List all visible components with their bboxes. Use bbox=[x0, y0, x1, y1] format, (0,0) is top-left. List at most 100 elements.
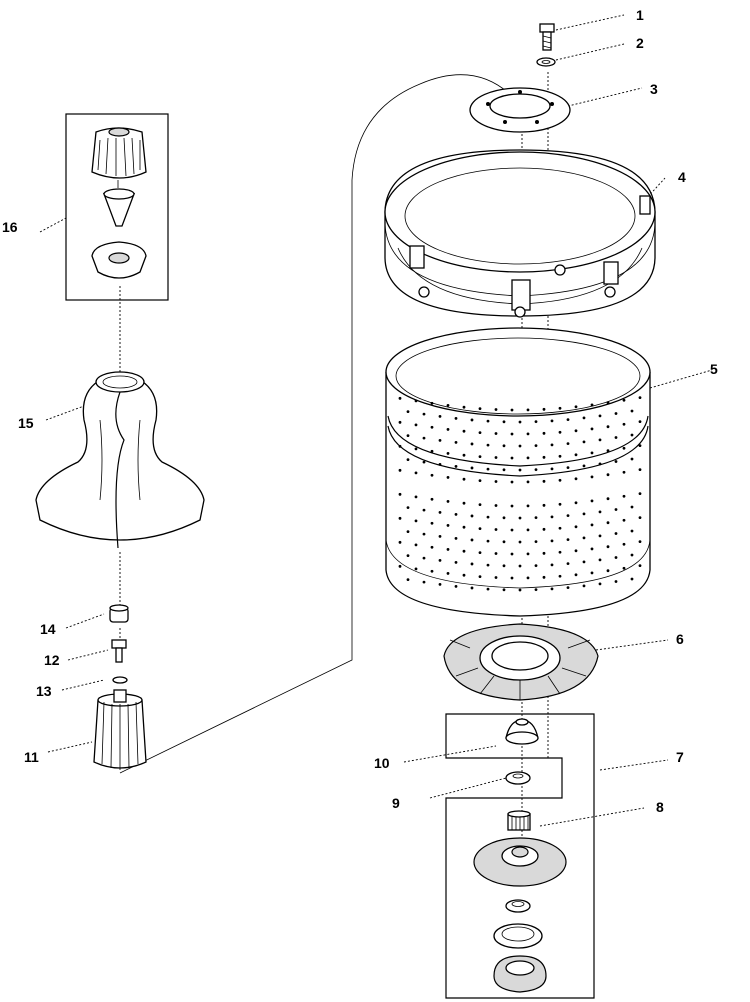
tub-hole bbox=[566, 586, 570, 589]
tub-hole bbox=[614, 460, 618, 463]
tub-hole bbox=[502, 468, 506, 472]
tub-hole bbox=[414, 471, 418, 475]
tub-hole bbox=[470, 442, 474, 446]
tub-hole bbox=[422, 532, 426, 536]
tub-hole bbox=[590, 523, 594, 527]
tub-hole bbox=[438, 534, 442, 538]
tub-hole bbox=[622, 542, 626, 546]
tub-hole bbox=[614, 412, 618, 415]
agitator-skirt-part bbox=[35, 371, 205, 549]
tub-hole bbox=[630, 409, 634, 413]
tub-hole bbox=[638, 420, 642, 424]
tub-hole bbox=[582, 416, 586, 420]
tub-hole bbox=[518, 516, 522, 520]
tub-hole bbox=[630, 505, 634, 509]
tub-hole bbox=[574, 525, 578, 529]
tub-hole bbox=[542, 431, 546, 435]
tub-hole bbox=[494, 552, 498, 555]
tub-hole bbox=[406, 410, 410, 414]
tub-hole bbox=[558, 526, 562, 530]
tub-hole bbox=[454, 560, 458, 564]
tub-hole bbox=[558, 430, 562, 434]
tub-hole bbox=[598, 558, 602, 562]
callout-7: 7 bbox=[676, 749, 684, 765]
callout-5: 5 bbox=[710, 361, 718, 377]
tub-hole bbox=[438, 462, 442, 466]
tub-hole bbox=[582, 464, 586, 468]
tub-hole bbox=[446, 476, 450, 479]
tub-hole bbox=[558, 478, 562, 482]
tub-hole bbox=[526, 408, 530, 412]
tub-hole bbox=[494, 408, 498, 411]
tub-hole bbox=[606, 473, 610, 477]
tub-hole bbox=[630, 457, 634, 461]
tub-hole bbox=[534, 564, 538, 568]
tub-hole bbox=[518, 540, 522, 544]
tub-hole bbox=[470, 418, 474, 422]
tub-hole bbox=[550, 467, 554, 471]
tub-hole bbox=[502, 540, 506, 544]
tub-hole bbox=[518, 564, 522, 568]
tub-hole bbox=[590, 499, 594, 503]
agitator-top-assembly bbox=[65, 113, 169, 301]
tub-hole bbox=[566, 418, 570, 421]
tub-hole bbox=[598, 534, 602, 538]
tub-hole bbox=[614, 580, 618, 583]
tub-hole bbox=[414, 447, 418, 451]
tub-hole bbox=[598, 510, 602, 514]
tub-hole bbox=[502, 516, 506, 520]
tub-hole bbox=[534, 468, 538, 472]
tub-hole bbox=[446, 428, 450, 431]
tub-hole bbox=[470, 586, 474, 590]
tub-hole bbox=[454, 416, 458, 420]
tub-hole bbox=[638, 444, 642, 448]
tub-hole bbox=[558, 406, 562, 410]
tub-hole bbox=[590, 571, 594, 575]
callout-12: 12 bbox=[44, 652, 60, 668]
tub-hole bbox=[502, 564, 506, 568]
tub-hole bbox=[486, 539, 490, 543]
tub-hole bbox=[446, 572, 450, 575]
tub-hole bbox=[574, 429, 578, 433]
tub-hole bbox=[478, 455, 482, 458]
callout-9: 9 bbox=[392, 795, 400, 811]
tub-hole bbox=[590, 427, 594, 431]
tub-hole bbox=[534, 540, 538, 544]
tub-hole bbox=[470, 562, 474, 566]
tub-hole bbox=[510, 432, 514, 436]
tub-hole bbox=[542, 551, 546, 555]
callout-labels: 1 2 3 4 5 6 7 8 9 10 11 12 13 14 15 16 bbox=[2, 7, 718, 815]
tub-hole bbox=[526, 528, 530, 532]
tub-hole bbox=[638, 540, 642, 544]
tub-hole bbox=[574, 477, 578, 481]
tub-hole bbox=[446, 404, 450, 407]
tub-hole bbox=[518, 444, 522, 448]
tub-hole bbox=[590, 403, 594, 407]
tub-hole bbox=[510, 408, 514, 412]
tub-hole bbox=[470, 466, 474, 470]
o-ring-part bbox=[112, 676, 128, 684]
agitator-base-part bbox=[93, 689, 147, 770]
balance-ring-part bbox=[384, 149, 656, 318]
tub-hole bbox=[622, 446, 626, 450]
tub-hole bbox=[534, 444, 538, 448]
callout-2: 2 bbox=[636, 35, 644, 51]
callout-10: 10 bbox=[374, 755, 390, 771]
tub-hole bbox=[478, 551, 482, 554]
tub-hole bbox=[526, 576, 530, 580]
tub-hole bbox=[462, 429, 466, 433]
tub-hole bbox=[430, 521, 434, 525]
tub-hole bbox=[550, 587, 554, 591]
tub-hole bbox=[494, 504, 498, 507]
tub-hole bbox=[558, 550, 562, 554]
tub-hole bbox=[526, 480, 530, 484]
tub-hole bbox=[518, 468, 522, 472]
tub-hole bbox=[510, 552, 514, 556]
tub-hole bbox=[486, 443, 490, 447]
bolt-part bbox=[539, 23, 555, 51]
tub-hole bbox=[518, 588, 522, 592]
tub-hole bbox=[630, 529, 634, 533]
callout-13: 13 bbox=[36, 683, 52, 699]
cap-part bbox=[505, 718, 539, 745]
tub-hole bbox=[622, 422, 626, 426]
